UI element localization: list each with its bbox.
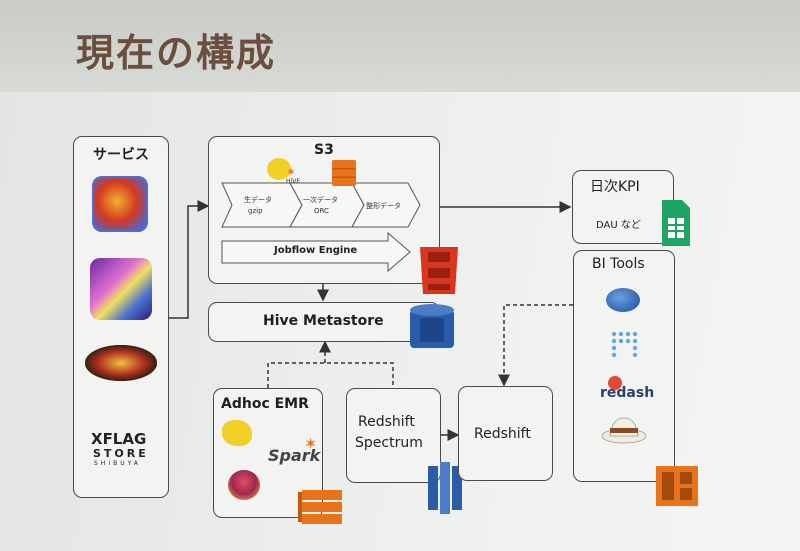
redshift-box — [458, 386, 553, 481]
hive-logo-icon — [222, 420, 252, 446]
stage-formatted-data-label: 整形データ — [366, 202, 401, 210]
adhoc-emr-label: Adhoc EMR — [221, 396, 309, 412]
stage-raw-data-format: gzip — [248, 207, 263, 215]
presto-rabbit-icon — [228, 470, 260, 500]
xflag-logo-line3: SHIBUYA — [94, 460, 141, 467]
hive-metastore-label: Hive Metastore — [263, 313, 384, 329]
kpi-box — [572, 170, 674, 244]
hive-icon-text: HIVE — [286, 178, 301, 185]
bi-tools-label: BI Tools — [592, 256, 645, 272]
stage-raw-data-label: 生データ — [244, 196, 272, 204]
monster-strike-app-icon — [92, 176, 148, 232]
spark-logo-text: Spark — [268, 446, 321, 465]
kpi-sub-label: DAU など — [596, 220, 641, 231]
spark-icon-star: ✶ — [286, 165, 297, 179]
redshift-spectrum-label-line2: Spectrum — [355, 435, 423, 451]
spark-logo-star: ✶ — [304, 434, 318, 453]
hive-metastore-box — [208, 302, 440, 342]
stage-primary-data-format: ORC — [314, 207, 329, 215]
redshift-spectrum-box — [346, 388, 441, 483]
emr-icon-small — [332, 160, 356, 186]
arrow-services-to-s3 — [168, 200, 210, 319]
page-title: 現在の構成 — [76, 31, 277, 75]
slide-header — [0, 0, 800, 92]
redash-logo-icon — [608, 376, 622, 390]
game-logo-3 — [85, 345, 157, 381]
jobflow-engine-label: Jobflow Engine — [274, 245, 358, 256]
adhoc-emr-box — [213, 388, 323, 518]
jobflow-arrow-shape — [221, 231, 411, 273]
services-label: サービス — [93, 147, 149, 163]
stage-primary-data-label: 一次データ — [303, 196, 338, 204]
redshift-spectrum-label-line1: Redshift — [358, 414, 415, 430]
s3-label: S3 — [314, 142, 334, 158]
redash-logo-text: redash — [600, 385, 655, 401]
re-dash-blue-logo-icon — [606, 288, 640, 312]
redshift-label: Redshift — [474, 426, 531, 442]
kpi-label: 日次KPI — [590, 179, 640, 195]
dotted-emr-spectrum-hive — [267, 362, 394, 388]
game-app-icon-2 — [90, 258, 152, 320]
stage-formatted-data-shape — [351, 182, 421, 228]
dotted-bi-to-redshift — [498, 304, 573, 387]
xflag-logo-line1: XFLAG — [91, 430, 147, 448]
hive-icon — [267, 158, 291, 180]
xflag-logo-line2: STORE — [93, 447, 149, 460]
